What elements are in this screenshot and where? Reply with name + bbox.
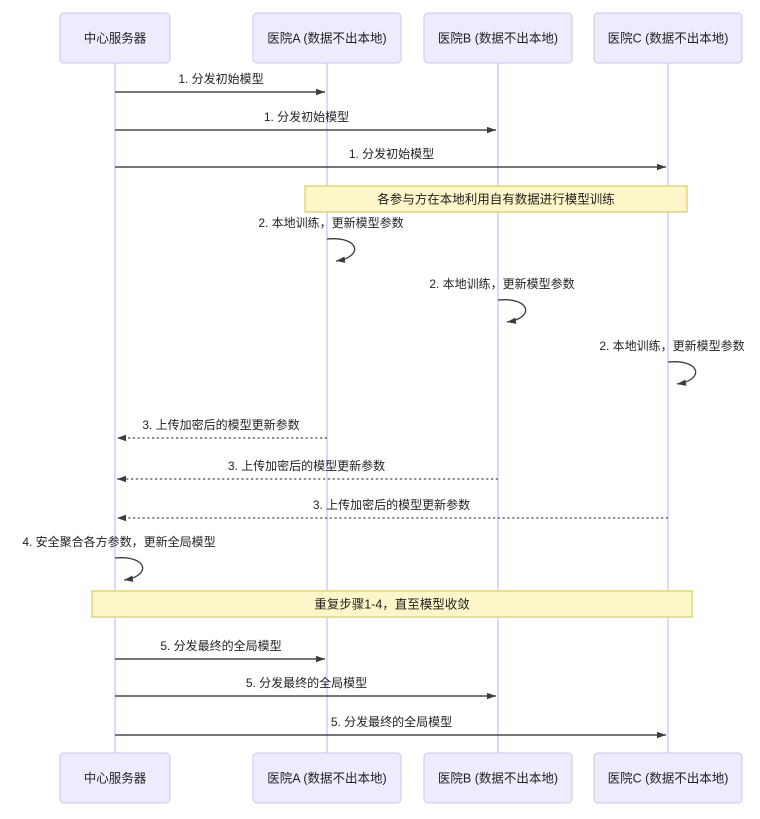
- message-label-m12: 5. 分发最终的全局模型: [246, 675, 367, 690]
- actor-label-hospitalA: 医院A (数据不出本地): [267, 30, 386, 45]
- message-m1: 1. 分发初始模型: [115, 71, 325, 96]
- message-m8: 3. 上传加密后的模型更新参数: [117, 458, 498, 483]
- actor-hospitalB-bottom[interactable]: 医院B (数据不出本地): [423, 752, 573, 804]
- note-rect-n1: [304, 185, 688, 213]
- message-m13: 5. 分发最终的全局模型: [115, 714, 666, 739]
- actor-hospitalB-top[interactable]: 医院B (数据不出本地): [423, 12, 573, 64]
- actor-hospitalC-top[interactable]: 医院C (数据不出本地): [593, 12, 743, 64]
- actor-hospitalC-bottom[interactable]: 医院C (数据不出本地): [593, 752, 743, 804]
- actor-box-hospitalC[interactable]: [593, 752, 743, 804]
- actor-server-bottom[interactable]: 中心服务器: [59, 752, 171, 804]
- message-label-m6: 2. 本地训练，更新模型参数: [599, 338, 744, 353]
- message-label-m10: 4. 安全聚合各方参数，更新全局模型: [22, 534, 215, 549]
- message-label-m11: 5. 分发最终的全局模型: [160, 638, 281, 653]
- message-m11: 5. 分发最终的全局模型: [115, 638, 325, 663]
- actor-label-hospitalB: 医院B (数据不出本地): [438, 30, 558, 45]
- actor-boxes-top: 中心服务器 医院A (数据不出本地) 医院B (数据不出本地) 医院C (数据不出本地…: [59, 12, 743, 64]
- message-label-m5: 2. 本地训练，更新模型参数: [429, 276, 574, 291]
- actor-server-top[interactable]: 中心服务器: [59, 12, 171, 64]
- messages-group: 1. 分发初始模型 1. 分发初始模型 1. 分发初始模型 2. 本地训练，更新模型参…: [22, 71, 745, 739]
- actor-box-hospitalA[interactable]: [252, 12, 402, 64]
- message-label-m2: 1. 分发初始模型: [264, 109, 349, 124]
- self-loop-m6: [667, 361, 697, 386]
- note-label-n1: 各参与方在本地利用自有数据进行模型训练: [377, 191, 615, 206]
- message-m6: 2. 本地训练，更新模型参数: [599, 338, 745, 386]
- message-label-m7: 3. 上传加密后的模型更新参数: [142, 417, 299, 432]
- message-label-m8: 3. 上传加密后的模型更新参数: [228, 458, 385, 473]
- note-rect-n2: [91, 590, 693, 618]
- message-label-m1: 1. 分发初始模型: [178, 71, 263, 86]
- message-label-m13: 5. 分发最终的全局模型: [331, 714, 452, 729]
- message-m10: 4. 安全聚合各方参数，更新全局模型: [22, 534, 216, 582]
- actor-hospitalA-top[interactable]: 医院A (数据不出本地): [252, 12, 402, 64]
- self-loop-m4: [326, 238, 356, 263]
- message-label-m3: 1. 分发初始模型: [349, 146, 434, 161]
- actor-box-hospitalB[interactable]: [423, 12, 573, 64]
- self-loop-m10: [114, 557, 144, 582]
- message-m9: 3. 上传加密后的模型更新参数: [117, 497, 668, 522]
- lifelines-group: [114, 63, 669, 753]
- actor-label-hospitalB: 医院B (数据不出本地): [438, 770, 558, 785]
- message-m7: 3. 上传加密后的模型更新参数: [117, 417, 327, 442]
- actor-box-server[interactable]: [59, 12, 171, 64]
- actor-box-server[interactable]: [59, 752, 171, 804]
- actor-boxes-bottom: 中心服务器 医院A (数据不出本地) 医院B (数据不出本地) 医院C (数据不出本地…: [59, 752, 743, 804]
- note-n2: 重复步骤1-4，直至模型收敛: [91, 590, 693, 618]
- actor-box-hospitalB[interactable]: [423, 752, 573, 804]
- actor-label-server: 中心服务器: [84, 770, 147, 785]
- actor-label-hospitalC: 医院C (数据不出本地): [608, 770, 729, 785]
- actor-label-server: 中心服务器: [84, 30, 147, 45]
- note-n1: 各参与方在本地利用自有数据进行模型训练: [304, 185, 688, 213]
- message-label-m4: 2. 本地训练，更新模型参数: [258, 215, 403, 230]
- actor-box-hospitalC[interactable]: [593, 12, 743, 64]
- actor-label-hospitalA: 医院A (数据不出本地): [267, 770, 386, 785]
- message-m3: 1. 分发初始模型: [115, 146, 666, 171]
- message-m2: 1. 分发初始模型: [115, 109, 496, 134]
- message-m5: 2. 本地训练，更新模型参数: [429, 276, 575, 324]
- actor-hospitalA-bottom[interactable]: 医院A (数据不出本地): [252, 752, 402, 804]
- note-label-n2: 重复步骤1-4，直至模型收敛: [314, 596, 470, 611]
- self-loop-m5: [497, 299, 527, 324]
- message-label-m9: 3. 上传加密后的模型更新参数: [313, 497, 470, 512]
- message-m12: 5. 分发最终的全局模型: [115, 675, 496, 700]
- message-m4: 2. 本地训练，更新模型参数: [258, 215, 404, 263]
- actor-box-hospitalA[interactable]: [252, 752, 402, 804]
- actor-label-hospitalC: 医院C (数据不出本地): [608, 30, 729, 45]
